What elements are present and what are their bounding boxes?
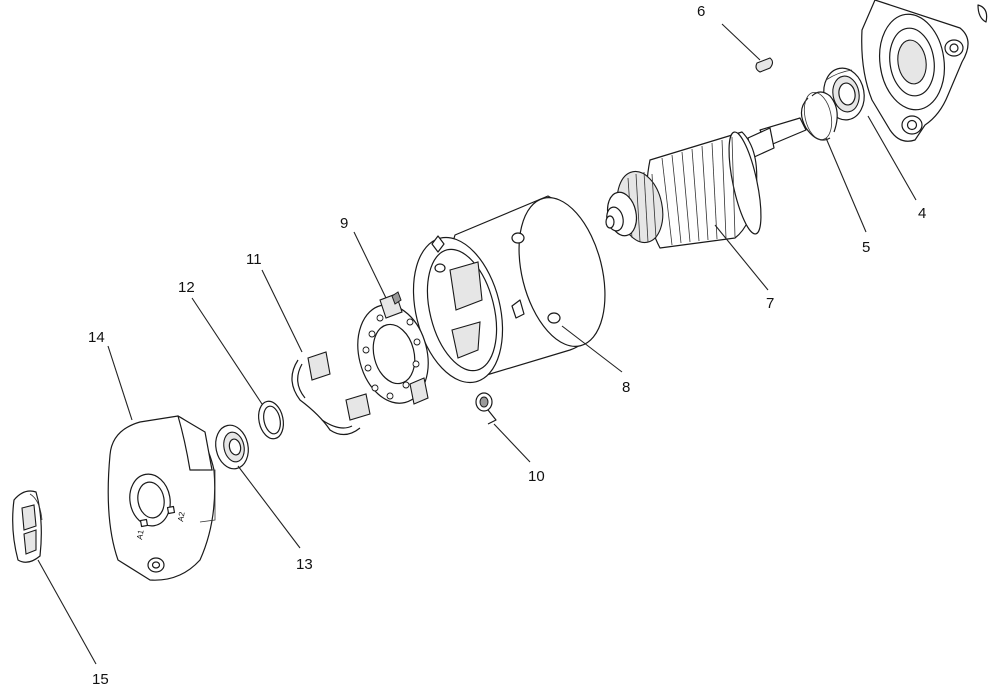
leader-10 [493, 423, 531, 463]
end-cover-14: A1 A2 [107, 415, 216, 581]
leader-12 [191, 297, 263, 405]
leader-11 [261, 269, 303, 353]
brush-plate-9 [357, 291, 429, 405]
brush-leads-11 [291, 351, 371, 436]
terminal-a1-marking: A1 [135, 529, 146, 541]
callout-12: 12 [178, 279, 195, 296]
leader-lines [37, 23, 917, 665]
callout-7: 7 [766, 295, 774, 312]
callout-labels: 4 5 6 7 8 9 10 11 12 13 14 15 [88, 3, 926, 688]
brush-spring-10 [475, 392, 497, 425]
leader-6 [721, 23, 761, 61]
terminal-boot-15 [12, 490, 43, 563]
leader-4 [867, 115, 917, 201]
bearing-13 [215, 424, 249, 470]
leader-15 [37, 559, 97, 665]
leader-9 [353, 231, 387, 299]
leader-8 [561, 325, 623, 373]
key-6 [755, 57, 774, 73]
field-frame-8 [412, 195, 606, 384]
callout-4: 4 [918, 205, 926, 222]
callout-15: 15 [92, 671, 109, 688]
callout-14: 14 [88, 329, 105, 346]
terminal-a2-marking: A2 [176, 511, 187, 523]
leader-7 [714, 224, 769, 291]
callout-13: 13 [296, 556, 313, 573]
callout-8: 8 [622, 379, 630, 396]
washer-12 [258, 400, 284, 440]
callout-9: 9 [340, 215, 348, 232]
retaining-ring-5 [800, 91, 838, 141]
leader-13 [237, 465, 301, 549]
armature-7 [605, 117, 807, 249]
callout-10: 10 [528, 468, 545, 485]
leader-5 [825, 137, 867, 233]
callout-6: 6 [697, 3, 705, 20]
leader-14 [107, 345, 133, 421]
callout-11: 11 [246, 251, 262, 268]
callout-5: 5 [862, 239, 870, 256]
drive-end-housing [861, 0, 988, 142]
